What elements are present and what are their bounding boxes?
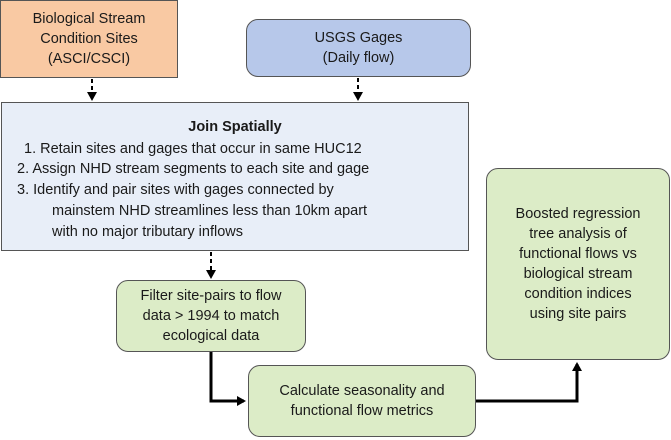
usgs-line-2: (Daily flow)	[322, 50, 395, 66]
calculate-metrics-box: Calculate seasonality and functional flo…	[248, 365, 476, 437]
arrow-filter-to-calculate	[209, 352, 246, 406]
filter-line-2: data > 1994 to match	[142, 308, 280, 324]
usgs-line-1: USGS Gages	[314, 30, 403, 46]
bio-sites-line-3: (ASCI/CSCI)	[47, 51, 131, 67]
boosted-regression-tree-box: Boosted regression tree analysis of func…	[486, 168, 670, 360]
bio-sites-line-2: Condition Sites	[40, 31, 138, 47]
filter-site-pairs-box: Filter site-pairs to flow data > 1994 to…	[116, 280, 306, 352]
calculate-line-1: Calculate seasonality and	[279, 383, 445, 399]
usgs-gages-box: USGS Gages (Daily flow)	[246, 19, 471, 77]
join-title: Join Spatially	[188, 119, 282, 135]
filter-line-3: ecological data	[162, 328, 260, 344]
calculate-line-2: functional flow metrics	[290, 403, 434, 419]
biological-stream-condition-sites-box: Biological Stream Condition Sites (ASCI/…	[0, 0, 178, 78]
brt-line-6: using site pairs	[529, 306, 627, 322]
bio-sites-line-1: Biological Stream	[32, 11, 146, 27]
brt-line-3: functional flows vs	[519, 246, 637, 262]
join-spatially-box: Join Spatially 1. Retain sites and gages…	[1, 102, 469, 251]
join-item-2: 2. Assign NHD stream segments to each si…	[17, 161, 370, 177]
join-item-3: 3. Identify and pair sites with gages co…	[17, 182, 334, 198]
brt-line-5: condition indices	[524, 286, 632, 302]
join-item-3-cont-2: with no major tributary inflows	[52, 224, 243, 240]
arrow-calculate-to-brt	[476, 362, 582, 403]
filter-line-1: Filter site-pairs to flow	[140, 288, 282, 304]
join-item-3-cont-1: mainstem NHD streamlines less than 10km …	[52, 203, 368, 219]
join-item-1: 1. Retain sites and gages that occur in …	[24, 141, 362, 157]
brt-line-1: Boosted regression	[515, 206, 641, 222]
brt-line-2: tree analysis of	[529, 226, 627, 242]
brt-line-4: biological stream	[523, 266, 633, 282]
